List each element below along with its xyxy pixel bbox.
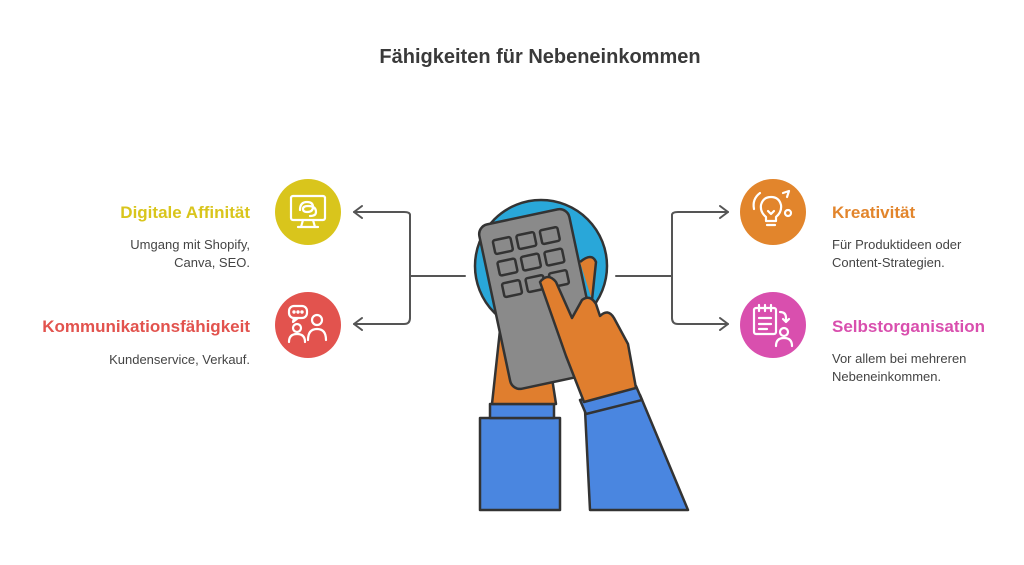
page-title: Fähigkeiten für Nebeneinkommen	[379, 46, 701, 68]
connector-left	[353, 205, 466, 331]
digital-affinity-desc-line1: Umgang mit Shopify,	[130, 237, 250, 252]
self-organization-desc-line2: Nebeneinkommen.	[832, 369, 942, 384]
left-cuff	[488, 402, 556, 420]
digital-affinity-description: Umgang mit Shopify, Canva, SEO.	[60, 236, 250, 272]
creativity-desc-line2: Content-Strategien.	[832, 255, 945, 270]
self-organization-heading: Selbstorganisation	[832, 317, 986, 336]
communication-description: Kundenservice, Verkauf.	[60, 351, 250, 369]
monitor-icon	[275, 179, 341, 245]
self-organization-desc-line1: Vor allem bei mehreren	[832, 351, 967, 366]
right-sleeve	[583, 393, 690, 512]
connector-right	[615, 205, 729, 331]
communication-desc-line1: Kundenservice, Verkauf.	[109, 352, 250, 367]
creativity-heading: Kreativität	[832, 203, 916, 222]
communication-heading: Kommunikationsfähigkeit	[42, 317, 250, 336]
self-organization-icon-circle	[740, 292, 806, 358]
communication-icon-circle	[275, 292, 341, 358]
checklist-person-icon	[740, 292, 806, 358]
digital-affinity-icon-circle	[275, 179, 341, 245]
creativity-icon-circle	[740, 179, 806, 245]
digital-affinity-desc-line2: Canva, SEO.	[174, 255, 250, 270]
left-sleeve	[478, 416, 562, 512]
lightbulb-icon	[740, 179, 806, 245]
self-organization-description: Vor allem bei mehreren Nebeneinkommen.	[832, 350, 1012, 386]
hands-calculator-icon	[473, 198, 690, 512]
right-thumb	[579, 255, 598, 301]
digital-affinity-heading: Digitale Affinität	[120, 203, 250, 222]
people-talking-icon	[275, 292, 341, 358]
creativity-desc-line1: Für Produktideen oder	[832, 237, 962, 252]
creativity-description: Für Produktideen oder Content-Strategien…	[832, 236, 1012, 272]
